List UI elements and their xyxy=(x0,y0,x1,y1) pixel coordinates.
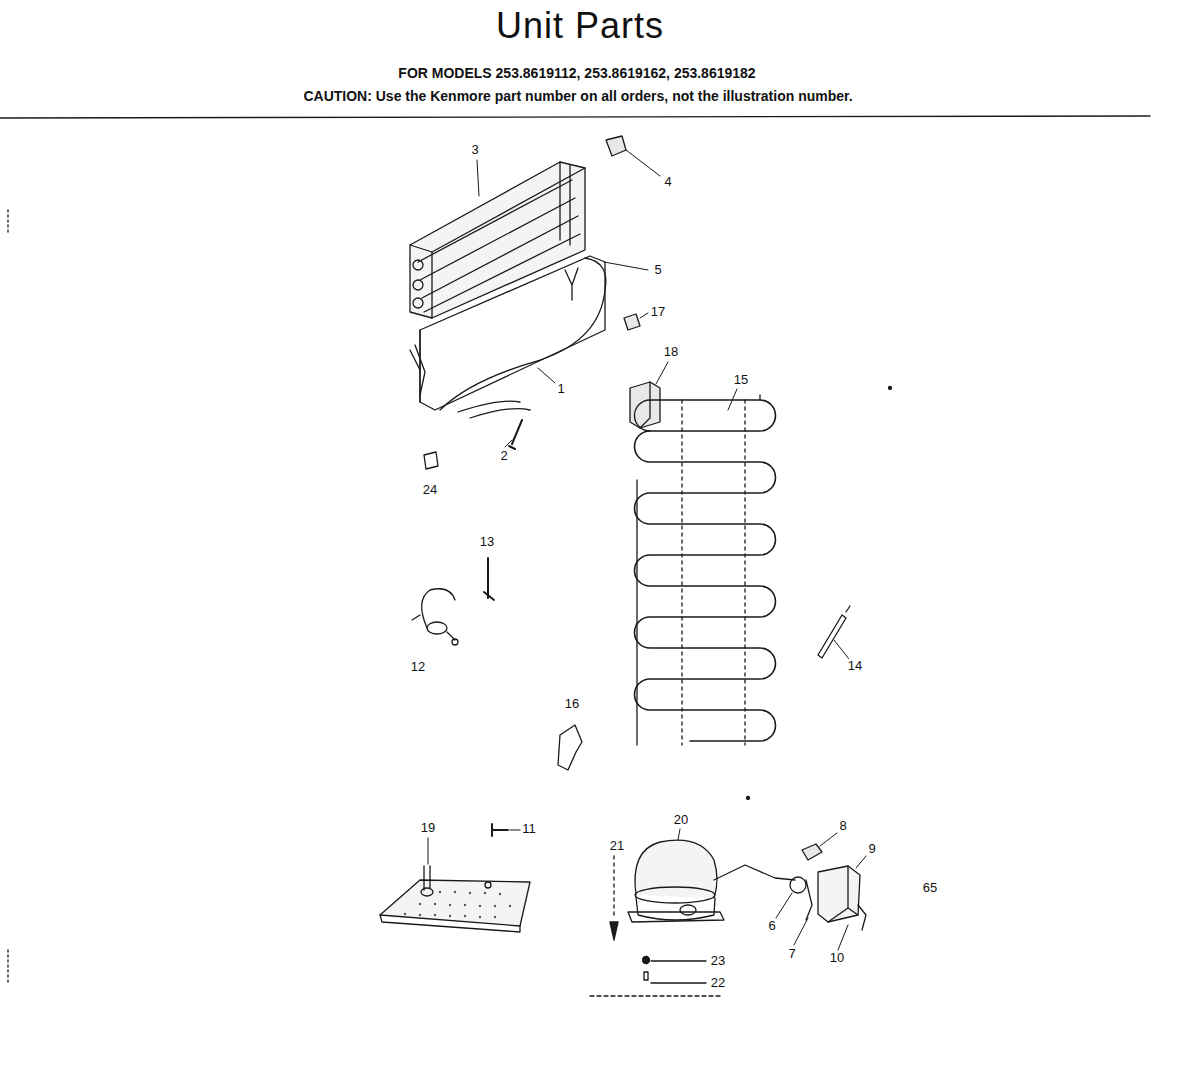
model-list: FOR MODELS 253.8619112, 253.8619162, 253… xyxy=(398,66,755,81)
drain-pan xyxy=(380,866,530,932)
callout-number: 10 xyxy=(829,951,845,965)
callout-number: 15 xyxy=(733,373,749,387)
screw xyxy=(509,420,522,449)
callout-number: 24 xyxy=(422,483,438,497)
callout-number: 5 xyxy=(653,263,662,277)
callout-number: 3 xyxy=(470,143,479,157)
callout-number: 23 xyxy=(710,954,726,968)
page-number: 65 xyxy=(922,881,938,895)
caution-note: CAUTION: Use the Kenmore part number on … xyxy=(303,89,852,104)
callout-number: 13 xyxy=(479,535,495,549)
evaporator-cover xyxy=(410,256,606,418)
defrost-timer xyxy=(630,382,660,428)
callout-number: 19 xyxy=(420,821,436,835)
bolt xyxy=(610,922,618,940)
callout-number: 4 xyxy=(663,175,672,189)
condenser-coil xyxy=(635,395,776,745)
callout-number: 1 xyxy=(556,382,565,396)
heater-wire xyxy=(484,558,494,600)
callout-number: 9 xyxy=(867,842,876,856)
callout-number: 6 xyxy=(767,919,776,933)
sleeve xyxy=(644,972,648,980)
callout-number: 17 xyxy=(650,305,666,319)
clip xyxy=(624,314,640,330)
callout-number: 2 xyxy=(499,449,508,463)
clip xyxy=(606,136,626,156)
callout-number: 12 xyxy=(410,660,426,674)
grommet xyxy=(424,452,438,469)
leader-lines xyxy=(428,150,866,950)
callout-number: 14 xyxy=(847,659,863,673)
evaporator xyxy=(410,162,585,318)
compressor xyxy=(628,840,795,922)
relay-overload xyxy=(790,844,866,930)
grommet xyxy=(643,957,650,964)
callout-number: 20 xyxy=(673,813,689,827)
callout-number: 22 xyxy=(710,976,726,990)
callout-number: 8 xyxy=(838,819,847,833)
screw xyxy=(492,824,508,836)
drier xyxy=(818,606,850,658)
bracket xyxy=(558,725,582,770)
callout-number: 16 xyxy=(564,697,580,711)
page-title: Unit Parts xyxy=(496,6,664,46)
power-cord xyxy=(412,589,458,645)
callout-number: 21 xyxy=(609,839,625,853)
callout-number: 7 xyxy=(787,947,796,961)
callout-number: 11 xyxy=(521,822,537,836)
callout-number: 18 xyxy=(663,345,679,359)
